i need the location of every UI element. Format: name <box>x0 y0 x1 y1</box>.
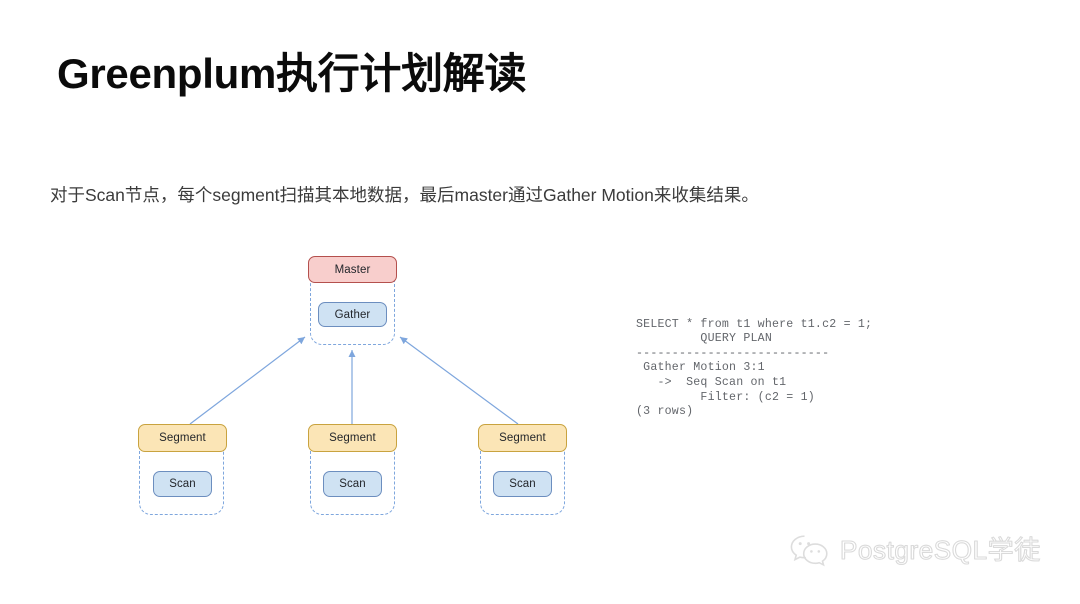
wechat-icon <box>790 535 828 567</box>
node-segment-1[interactable]: Segment <box>138 424 227 452</box>
connector-segment1-to-master <box>189 336 306 425</box>
segment-group-container-1 <box>139 430 224 515</box>
node-segment-2[interactable]: Segment <box>308 424 397 452</box>
query-plan-code: SELECT * from t1 where t1.c2 = 1; QUERY … <box>636 317 873 419</box>
connector-segment3-to-master <box>399 336 519 425</box>
watermark: PostgreSQL学徒 <box>789 533 1041 567</box>
node-scan-1[interactable]: Scan <box>153 471 212 497</box>
watermark-text: PostgreSQL学徒 <box>840 535 1041 565</box>
page-title: Greenplum执行计划解读 <box>57 50 527 97</box>
node-scan-3[interactable]: Scan <box>493 471 552 497</box>
master-group-container <box>310 262 395 345</box>
node-gather[interactable]: Gather <box>318 302 387 327</box>
node-segment-3[interactable]: Segment <box>478 424 567 452</box>
node-scan-2[interactable]: Scan <box>323 471 382 497</box>
node-master[interactable]: Master <box>308 256 397 283</box>
segment-group-container-3 <box>480 430 565 515</box>
segment-group-container-2 <box>310 430 395 515</box>
slide-subtitle: 对于Scan节点，每个segment扫描其本地数据，最后master通过Gath… <box>50 185 759 205</box>
